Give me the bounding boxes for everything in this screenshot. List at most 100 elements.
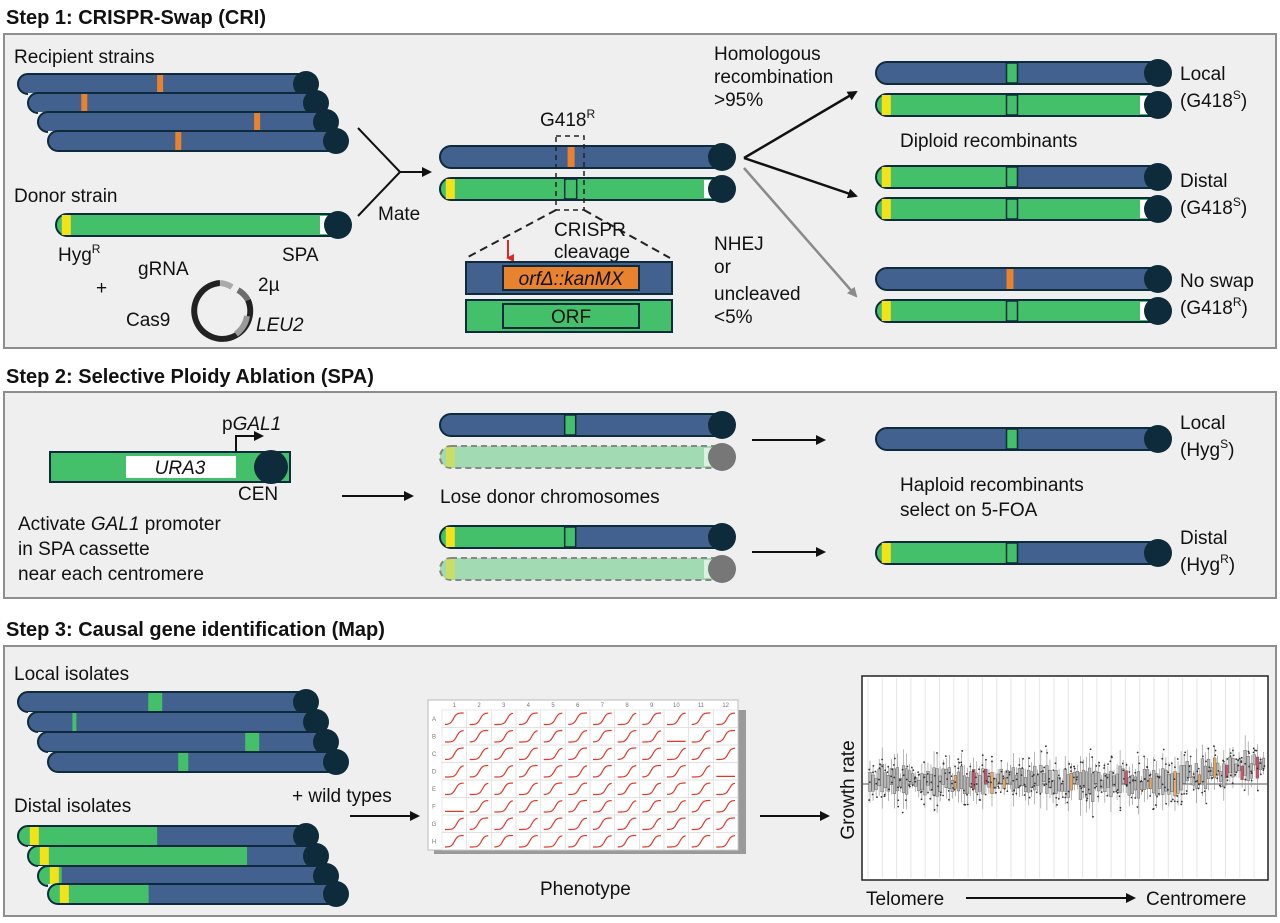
growth-curve [469, 835, 489, 848]
boxplot-box [950, 779, 954, 792]
chromosome-marker [1005, 542, 1019, 564]
boxplot-point [1055, 796, 1058, 799]
boxplot-point [1189, 755, 1192, 758]
boxplot-point [1214, 754, 1217, 757]
boxplot-point [901, 811, 904, 814]
local-isolates-stack [17, 689, 349, 775]
growth-curve [445, 712, 464, 725]
boxplot-point [1081, 761, 1084, 764]
zoom-line-right [583, 209, 671, 259]
growth-curve [494, 817, 514, 831]
boxplot-box [996, 773, 1000, 783]
boxplot-point [1188, 765, 1191, 768]
growth-curve [568, 712, 587, 725]
boxplot-point [1103, 764, 1106, 767]
chromosome-segment [38, 112, 335, 132]
boxplot-box [1008, 771, 1012, 783]
step3-title: Step 3: Causal gene identification (Map) [6, 619, 385, 641]
boxplot-box [1258, 761, 1262, 771]
boxplot-point [872, 765, 875, 767]
plate-row-label: H [432, 839, 436, 845]
boxplot-point [993, 777, 996, 780]
chromosome-cap-mask [28, 93, 38, 113]
distal-isolate-chromosome [27, 843, 329, 869]
boxplot-point [985, 758, 987, 761]
boxplot-box [1213, 757, 1217, 779]
chromosome-cap-mask [876, 542, 887, 564]
boxplot-point [950, 775, 953, 778]
chromosome-segment [876, 62, 1167, 84]
boxplot-point [1254, 749, 1256, 752]
boxplot-point [1041, 770, 1044, 772]
nhej-line4: <5% [714, 307, 753, 328]
boxplot-point [1259, 758, 1262, 761]
boxplot-box [1039, 765, 1043, 793]
boxplot-point [920, 790, 923, 793]
distal-isolates-label: Distal isolates [14, 796, 131, 817]
donor-chromosome [55, 211, 352, 239]
chromosome-cap-mask [876, 428, 887, 450]
boxplot-box [1194, 763, 1198, 789]
boxplot-box [1106, 773, 1110, 788]
boxplot-point [1196, 780, 1199, 782]
chromosome-segment [440, 178, 731, 200]
boxplot-point [1186, 776, 1189, 779]
boxplot-box [966, 777, 970, 794]
boxplot-box [905, 768, 909, 795]
boxplot-box [1130, 774, 1134, 795]
boxplot-point [1176, 758, 1179, 760]
growth-curve [716, 800, 736, 813]
noswap-donor [875, 297, 1172, 325]
plate-frame [427, 699, 739, 851]
centromere-icon [1144, 539, 1172, 567]
chromosome-cap-mask [876, 94, 887, 116]
boxplot-point [997, 785, 1000, 788]
boxplot-point [1197, 787, 1200, 790]
boxplot-point [1089, 792, 1091, 795]
boxplot-point [1028, 765, 1031, 768]
growth-curve [667, 835, 686, 848]
boxplot-point [1205, 802, 1208, 805]
pgal1-label: pGAL1 [222, 414, 281, 435]
centromere-icon [323, 749, 349, 775]
boxplot-point [954, 781, 957, 784]
boxplot-point [1112, 790, 1115, 793]
boxplot-point [1098, 764, 1101, 767]
boxplot-point [1129, 775, 1131, 778]
boxplot-point [1067, 790, 1070, 793]
chromosome-cap-mask [38, 866, 48, 886]
centromere-icon [293, 823, 319, 849]
chromosome-marker [254, 113, 261, 131]
boxplot-point [1134, 797, 1137, 799]
chromosome-marker [72, 713, 77, 731]
boxplot-point [1250, 779, 1253, 782]
boxplot-point [883, 793, 886, 796]
chromosome-segment [564, 526, 731, 548]
chromosome-segment [48, 752, 345, 772]
chromosome-marker [1005, 198, 1019, 220]
boxplot-point [1045, 783, 1048, 786]
boxplot-box [978, 775, 982, 792]
boxplot-box [1045, 765, 1049, 794]
boxplot-point [985, 780, 988, 782]
boxplot-point [1215, 773, 1218, 776]
boxplot-box [926, 770, 930, 786]
boxplot-box [1115, 773, 1119, 791]
boxplot-point [893, 764, 895, 766]
donor-strain-label: Donor strain [14, 186, 118, 207]
chromosome-marker [178, 753, 189, 771]
boxplot-point [942, 762, 945, 765]
chromosome-cap-mask [48, 884, 58, 904]
boxplot-point [995, 791, 997, 794]
boxplot-point [1128, 771, 1131, 773]
growth-curve [444, 747, 464, 761]
chromosome-segment [440, 526, 566, 548]
boxplot-point [1091, 756, 1094, 759]
boxplot-point [991, 755, 993, 758]
chromosome-marker [245, 733, 260, 751]
boxplot-point [1226, 775, 1229, 778]
centromere-icon [313, 729, 339, 755]
growth-curve [642, 730, 662, 743]
boxplot-box [975, 772, 979, 793]
chromosome-cap-mask [876, 268, 887, 290]
